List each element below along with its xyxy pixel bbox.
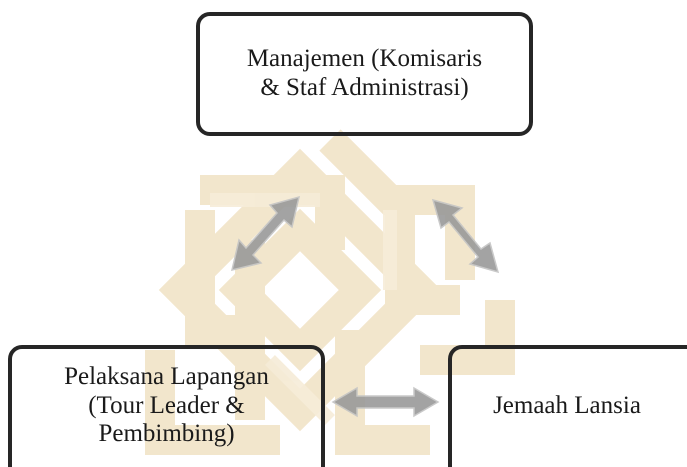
node-field-staff-line-2: (Tour Leader & [88,391,245,419]
node-management-line-2: & Staf Administrasi) [260,74,469,101]
node-elderly-pilgrims: Jemaah Lansia [448,345,687,467]
node-field-staff-line-1: Pelaksana Lapangan [64,362,269,390]
node-elderly-pilgrims-line-1: Jemaah Lansia [493,391,641,419]
arrow-management-pilgrims-icon [431,198,500,274]
node-elderly-pilgrims-label: Jemaah Lansia [493,392,641,421]
node-management: Manajemen (Komisaris & Staf Administrasi… [196,12,533,136]
node-management-label: Manajemen (Komisaris & Staf Administrasi… [247,45,482,103]
node-field-staff: Pelaksana Lapangan (Tour Leader & Pembim… [8,345,325,467]
arrow-field-staff-pilgrims-icon [331,386,440,418]
node-management-line-1: Manajemen (Komisaris [246,45,483,73]
node-field-staff-line-3: Pembimbing) [98,420,235,448]
arrow-management-field-staff-icon [230,195,301,272]
node-field-staff-label: Pelaksana Lapangan (Tour Leader & Pembim… [64,363,269,449]
